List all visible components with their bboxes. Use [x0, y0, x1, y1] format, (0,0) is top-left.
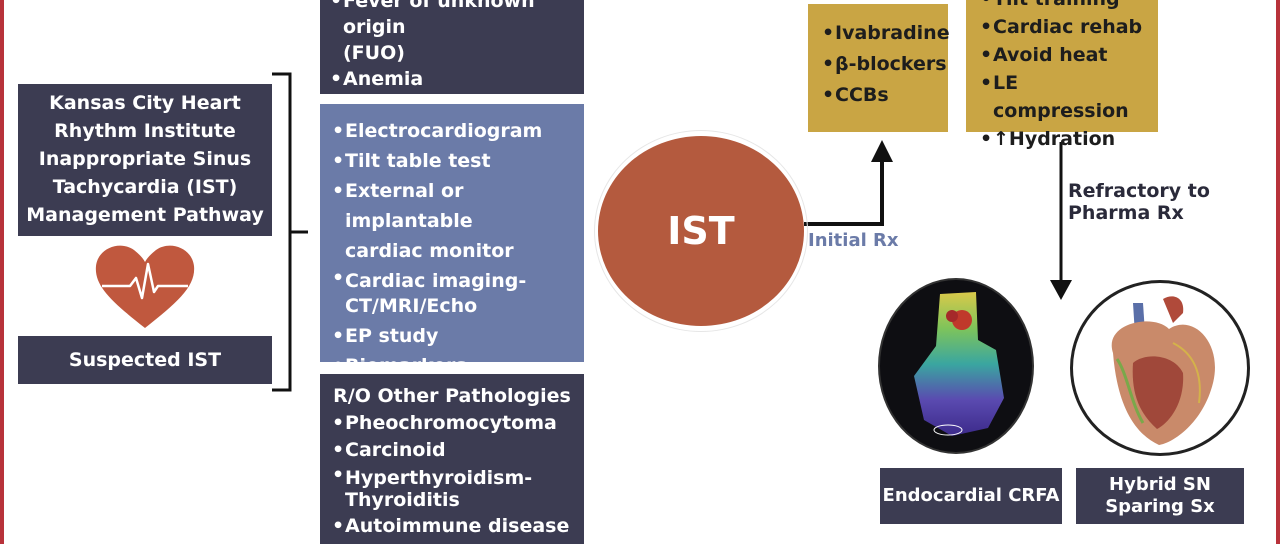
rule-out-box: R/O Other Pathologies Pheochromocytoma C… — [320, 374, 584, 544]
pathway-title-line: Tachycardia (IST) — [52, 176, 238, 198]
list-item-line: (FUO) — [343, 42, 405, 64]
list-item: Electrocardiogram — [330, 116, 584, 146]
pathway-title-line: Rhythm Institute — [54, 120, 236, 142]
list-item-line: External or implantable — [345, 180, 473, 232]
list-item: Fever of unknown origin (FUO) — [328, 0, 584, 66]
secondary-causes-box: Fever of unknown origin (FUO) Anemia Pre… — [320, 0, 584, 118]
pathway-title-box: Kansas City Heart Rhythm Institute Inapp… — [18, 84, 272, 236]
frame-border-right — [1276, 0, 1280, 544]
refractory-label: Refractory to Pharma Rx — [1068, 180, 1210, 224]
refractory-arrow-head — [1050, 280, 1072, 300]
bracket-line — [272, 72, 292, 392]
nonpharmacologic-rx-box: Tilt training Cardiac rehab Avoid heat L… — [966, 0, 1158, 153]
list-item: Anemia — [328, 66, 584, 92]
list-item: Tilt training — [978, 0, 1158, 13]
list-item: Autoimmune disease — [330, 513, 584, 540]
list-item: Biomarkers — [330, 351, 584, 381]
list-item-line: Fever of unknown origin — [343, 0, 535, 38]
heart-ecg-icon — [95, 245, 195, 328]
list-item-line: cardiac monitor — [345, 240, 514, 262]
list-item: Ivabradine — [820, 18, 950, 49]
diagnostic-workup-box: Electrocardiogram Tilt table test Extern… — [320, 104, 584, 381]
rule-out-heading: R/O Other Pathologies — [333, 385, 571, 407]
refractory-line: Pharma Rx — [1068, 202, 1184, 224]
ist-circle-ring — [594, 130, 808, 332]
list-item-line: CT/MRI/Echo — [345, 295, 478, 317]
list-item: External or implantable cardiac monitor — [330, 176, 584, 266]
frame-border-left — [0, 0, 4, 544]
initial-rx-label: Initial Rx — [808, 230, 899, 251]
refractory-line: Refractory to — [1068, 180, 1210, 202]
hybrid-line: Hybrid SN — [1109, 474, 1211, 495]
hybrid-line: Sparing Sx — [1105, 496, 1215, 517]
hybrid-sn-sparing-box: Hybrid SN Sparing Sx — [1076, 468, 1244, 524]
ist-circle: IST — [598, 136, 804, 326]
list-item-line: Thyroiditis — [345, 489, 460, 511]
pharmacologic-rx-box: Ivabradine β-blockers CCBs — [808, 4, 950, 132]
pathway-title-line: Management Pathway — [26, 204, 264, 226]
initial-rx-arrow-line — [804, 160, 884, 226]
list-item: LE compression — [978, 69, 1158, 125]
list-item: Cardiac rehab — [978, 13, 1158, 41]
list-item: Cardiac imaging- CT/MRI/Echo — [330, 266, 584, 321]
pathway-title-line: Kansas City Heart — [49, 92, 241, 114]
list-item: Pheochromocytoma — [330, 410, 584, 437]
electroanatomic-map-image — [878, 278, 1034, 454]
list-item: Hyperthyroidism- Thyroiditis — [330, 464, 584, 513]
pathway-title-line: Inappropriate Sinus — [38, 148, 252, 170]
heart-anatomy-image — [1070, 280, 1250, 456]
suspected-ist-box: Suspected IST — [18, 336, 272, 384]
list-item: ↑Hydration — [978, 125, 1158, 153]
list-item: β-blockers — [820, 49, 948, 80]
list-item: Avoid heat — [978, 41, 1158, 69]
list-item: CCBs — [820, 80, 948, 111]
endocardial-crfa-box: Endocardial CRFA — [880, 468, 1062, 524]
ist-label: IST — [667, 209, 735, 253]
list-item: Tilt table test — [330, 146, 584, 176]
list-item: Carcinoid — [330, 437, 584, 464]
list-item-line: Hyperthyroidism- — [345, 467, 533, 489]
list-item-line: Cardiac imaging- — [345, 270, 527, 292]
initial-rx-arrow-head — [871, 140, 893, 162]
list-item: EP study — [330, 321, 584, 351]
